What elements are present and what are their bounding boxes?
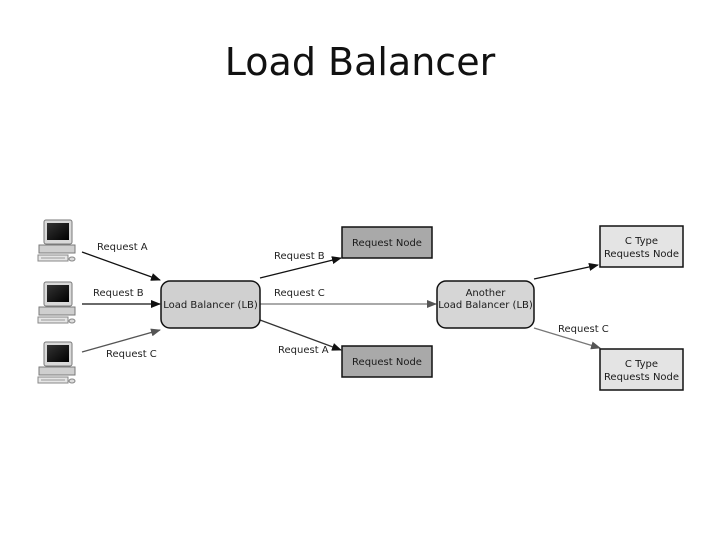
- c-type-bottom-label-line2: Requests Node: [604, 372, 679, 383]
- another-lb-label-line2: Load Balancer (LB): [438, 300, 533, 311]
- c-type-node-top: [599, 225, 684, 268]
- lb-label: Load Balancer (LB): [163, 300, 258, 311]
- request-node-bottom: [341, 345, 433, 378]
- edge-label: Request C: [106, 349, 157, 360]
- edge-lb-to-node-bottom: [259, 319, 342, 351]
- page-title: Load Balancer: [224, 40, 496, 84]
- edge-label: Request A: [278, 345, 329, 356]
- c-type-bottom-label-line1: C Type: [625, 359, 658, 370]
- edge-label: Request B: [93, 288, 144, 299]
- computer-icon: [37, 219, 76, 262]
- edge-client-c-to-lb: [81, 328, 161, 353]
- edge-label: Request C: [558, 324, 609, 335]
- request-node-bottom-label: Request Node: [352, 357, 422, 368]
- computer-icon: [37, 341, 76, 384]
- c-type-top-label-line1: C Type: [625, 236, 658, 247]
- edge-client-a-to-lb: [81, 251, 161, 281]
- c-type-node-bottom: [599, 348, 684, 391]
- c-type-top-label-line2: Requests Node: [604, 249, 679, 260]
- edge-label: Request B: [274, 251, 325, 262]
- edge-another-to-ctype-top: [533, 263, 599, 280]
- another-lb-node: [436, 280, 535, 329]
- request-node-top-label: Request Node: [352, 238, 422, 249]
- edge-lb-to-node-top: [259, 256, 342, 279]
- edge-another-to-ctype-bottom: [533, 327, 601, 350]
- computer-icon: [37, 281, 76, 324]
- edge-label: Request A: [97, 242, 148, 253]
- edge-label: Request C: [274, 288, 325, 299]
- lb-node: [160, 280, 261, 329]
- another-lb-label-line1: Another: [466, 288, 507, 299]
- request-node-top: [341, 226, 433, 259]
